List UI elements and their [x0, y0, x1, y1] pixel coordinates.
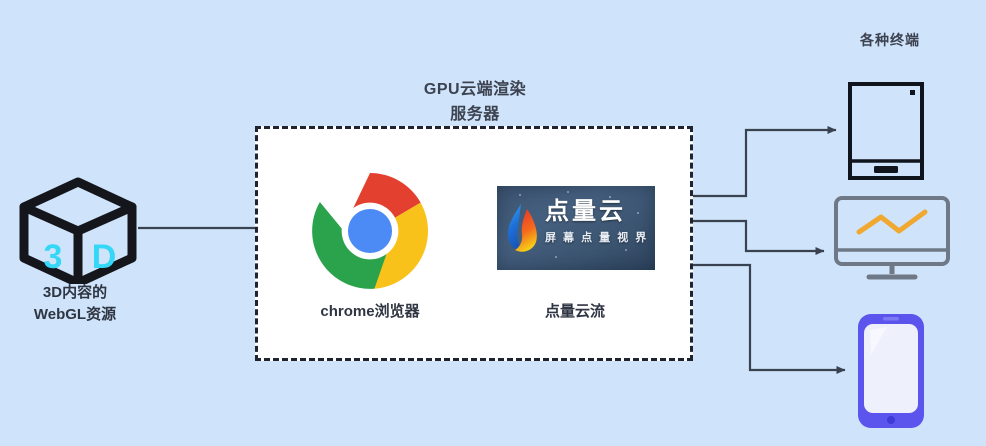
source-3d-content-node: 3 D [8, 172, 148, 289]
dianliangyun-logo-card: 点量云 屏 幕 点 量 视 界 [497, 186, 655, 270]
gpu-server-title: GPU云端渲染 服务器 [300, 78, 650, 128]
tablet-device-icon [848, 82, 924, 180]
dianliangyun-brand-tagline: 屏 幕 点 量 视 界 [545, 232, 649, 244]
terminals-title: 各种终端 [860, 32, 920, 48]
chrome-browser-label: chrome浏览器 [320, 303, 420, 320]
dianliangyun-node-label: 点量云流 [544, 303, 605, 320]
source-3d-content-label: 3D内容的 WebGL资源 [0, 282, 150, 326]
cube-face-left-text: 3 [44, 238, 63, 276]
cube-3d-icon: 3 D [19, 177, 137, 288]
chrome-browser-node [305, 168, 435, 299]
source-label-line2: WebGL资源 [33, 305, 117, 323]
cube-face-right-text: D [92, 238, 117, 276]
source-label-line1: 3D内容的 [42, 284, 108, 301]
monitor-chart-line-icon [856, 209, 928, 235]
phone-device-icon [858, 314, 924, 428]
chrome-logo-icon [312, 173, 429, 289]
dianliangyun-brand-text: 点量云 屏 幕 点 量 视 界 [545, 200, 651, 244]
monitor-device-icon [834, 196, 950, 280]
gpu-server-title-line1: GPU云端渲染 [423, 81, 527, 98]
gpu-server-title-line2: 服务器 [450, 105, 500, 123]
dianliangyun-brand-main: 点量云 [545, 198, 626, 225]
dianliangyun-flame-icon [508, 204, 537, 252]
